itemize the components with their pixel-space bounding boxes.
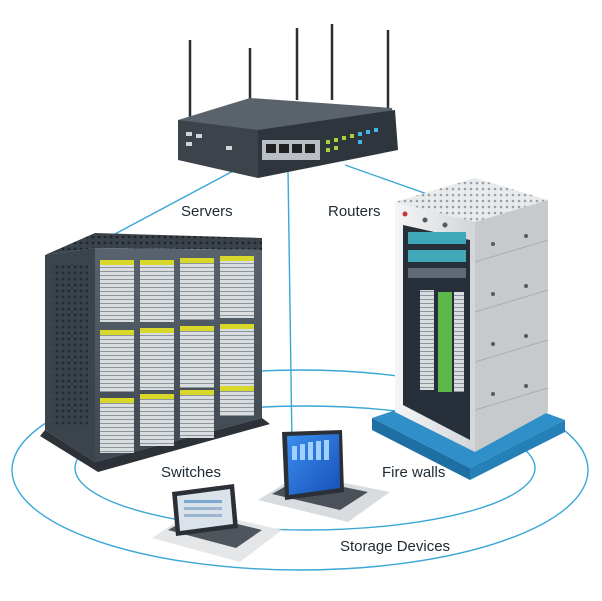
label-switches: Switches: [161, 464, 221, 481]
label-servers: Servers: [181, 203, 233, 220]
link-router-laptop: [287, 169, 293, 446]
label-firewalls: Fire walls: [382, 464, 445, 481]
outer-ring: [11, 369, 589, 571]
laptop-icon: [258, 430, 390, 522]
link-router-routers: [344, 164, 431, 196]
firewall-cabinet-icon: [372, 178, 565, 480]
server-rack-icon: [40, 233, 270, 472]
router-icon: [178, 24, 398, 178]
label-storage-devices: Storage Devices: [340, 538, 450, 555]
label-routers: Routers: [328, 203, 381, 220]
connection-links: [11, 164, 589, 571]
laptop-icon: [152, 484, 282, 562]
inner-ring: [74, 405, 536, 531]
